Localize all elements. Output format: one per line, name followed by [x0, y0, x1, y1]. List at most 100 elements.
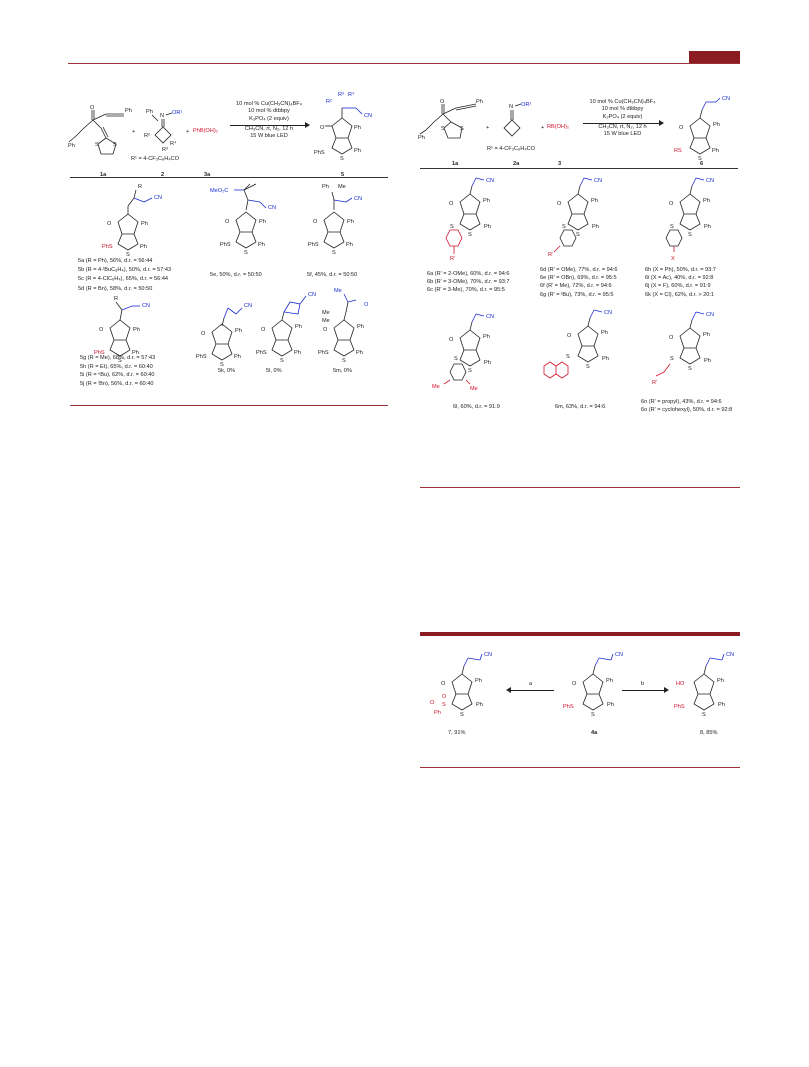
svg-text:S: S: [670, 356, 674, 362]
svg-text:O: O: [572, 681, 577, 687]
arrow-b-label: b: [641, 681, 645, 687]
svg-text:S: S: [576, 232, 580, 238]
svg-text:Ph: Ph: [484, 360, 491, 366]
svg-text:PhS: PhS: [314, 150, 325, 156]
scheme3-bottom-rule: [420, 767, 740, 768]
svg-text:Ph: Ph: [483, 198, 490, 204]
results-5a-5d: 5a (R = Ph), 56%, d.r. = 56:44 5b (R = 4…: [78, 258, 172, 292]
scheme3-header-bar: [420, 632, 740, 636]
scheme1-divider: [70, 177, 388, 178]
conditions-2: 10 mol % Cu(CH₃CN)₄BF₄ 10 mol % dtbbpy K…: [589, 99, 656, 138]
svg-text:CN: CN: [308, 292, 316, 298]
svg-text:Ph: Ph: [356, 350, 363, 356]
svg-text:Ph: Ph: [346, 242, 353, 248]
reagent-3: RB(OH)₂: [547, 124, 570, 130]
svg-text:O: O: [669, 201, 674, 207]
result-5e: 5e, 50%, d.r. = 50:50: [210, 272, 262, 278]
svg-text:N: N: [509, 104, 513, 110]
svg-text:Me: Me: [322, 310, 330, 316]
svg-text:PhS: PhS: [102, 244, 113, 250]
label-4a: 4a: [591, 730, 598, 736]
svg-text:CN: CN: [726, 652, 734, 658]
arrow-b-head: [664, 687, 669, 693]
svg-text:Ph: Ph: [704, 224, 711, 230]
result-7: 7, 91%: [448, 730, 466, 736]
svg-text:Ph: Ph: [294, 350, 301, 356]
svg-text:Ph: Ph: [712, 148, 719, 154]
svg-text:O: O: [449, 337, 454, 343]
svg-text:CN: CN: [154, 195, 162, 201]
label-2: 2: [161, 172, 165, 178]
svg-text:Ph: Ph: [483, 334, 490, 340]
label-6: 6: [700, 161, 704, 167]
svg-text:Ph: Ph: [703, 198, 710, 204]
svg-text:Ph: Ph: [717, 678, 724, 684]
plus-sign-3: +: [486, 125, 490, 131]
svg-text:Ph: Ph: [434, 710, 441, 716]
svg-text:S: S: [332, 250, 336, 256]
svg-text:O: O: [441, 681, 446, 687]
svg-text:O: O: [323, 327, 328, 333]
label-5: 5: [341, 172, 345, 178]
svg-text:S: S: [342, 358, 346, 364]
svg-text:Ph: Ph: [125, 108, 132, 114]
reaction-arrow-1: [230, 125, 309, 126]
svg-text:O: O: [90, 105, 95, 111]
svg-text:O: O: [679, 125, 684, 131]
svg-text:PhS: PhS: [94, 350, 105, 356]
svg-text:S: S: [586, 364, 590, 370]
scheme1-bottom-rule: [70, 405, 388, 406]
svg-text:PhS: PhS: [674, 704, 685, 710]
svg-text:S: S: [340, 156, 344, 162]
svg-text:Ph: Ph: [258, 242, 265, 248]
svg-text:HO: HO: [676, 681, 685, 687]
svg-text:Me: Me: [322, 318, 330, 324]
svg-text:S: S: [688, 232, 692, 238]
svg-text:Ph: Ph: [68, 143, 75, 149]
label-1a-scheme2: 1a: [452, 161, 459, 167]
svg-text:S: S: [670, 224, 674, 230]
svg-text:O: O: [225, 219, 230, 225]
structure-8: CN HO Ph S Ph PhS: [674, 652, 734, 718]
svg-text:Ph: Ph: [606, 678, 613, 684]
svg-text:PhS: PhS: [563, 704, 574, 710]
plus-sign-1: +: [132, 129, 136, 135]
svg-text:Ph: Ph: [347, 219, 354, 225]
r1-note-1: R¹ = 4-CF₃C₆H₄CO: [131, 156, 179, 162]
svg-text:Ph: Ph: [703, 332, 710, 338]
svg-text:S: S: [688, 366, 692, 372]
svg-text:O: O: [99, 327, 104, 333]
svg-text:N: N: [160, 113, 164, 119]
label-3: 3: [558, 161, 562, 167]
svg-text:Ph: Ph: [475, 678, 482, 684]
svg-text:R²: R²: [144, 133, 150, 139]
results-6n-6o: 6n (R′ = propyl), 43%, d.r. = 94:6 6o (R…: [641, 399, 733, 414]
svg-text:S: S: [702, 712, 706, 718]
svg-text:Ph: Ph: [601, 330, 608, 336]
svg-text:S: S: [698, 156, 702, 162]
svg-text:Ph: Ph: [141, 221, 148, 227]
arrow-a-line: [510, 690, 554, 691]
svg-text:S: S: [118, 358, 122, 364]
svg-text:S: S: [562, 224, 566, 230]
svg-text:Me: Me: [432, 384, 440, 390]
svg-text:S: S: [450, 224, 454, 230]
svg-text:Ph: Ph: [476, 99, 483, 105]
svg-text:PhS: PhS: [220, 242, 231, 248]
svg-text:Ph: Ph: [354, 148, 361, 154]
svg-text:S: S: [454, 356, 458, 362]
svg-text:S: S: [468, 368, 472, 374]
svg-text:Me: Me: [470, 386, 478, 392]
svg-text:O: O: [320, 125, 325, 131]
results-6h-6k: 6h (X = Ph), 50%, d.r. = 93:7 6i (X = Ac…: [645, 267, 716, 298]
svg-text:O: O: [669, 335, 674, 341]
svg-text:X: X: [671, 256, 675, 262]
svg-text:Ph: Ph: [718, 702, 725, 708]
